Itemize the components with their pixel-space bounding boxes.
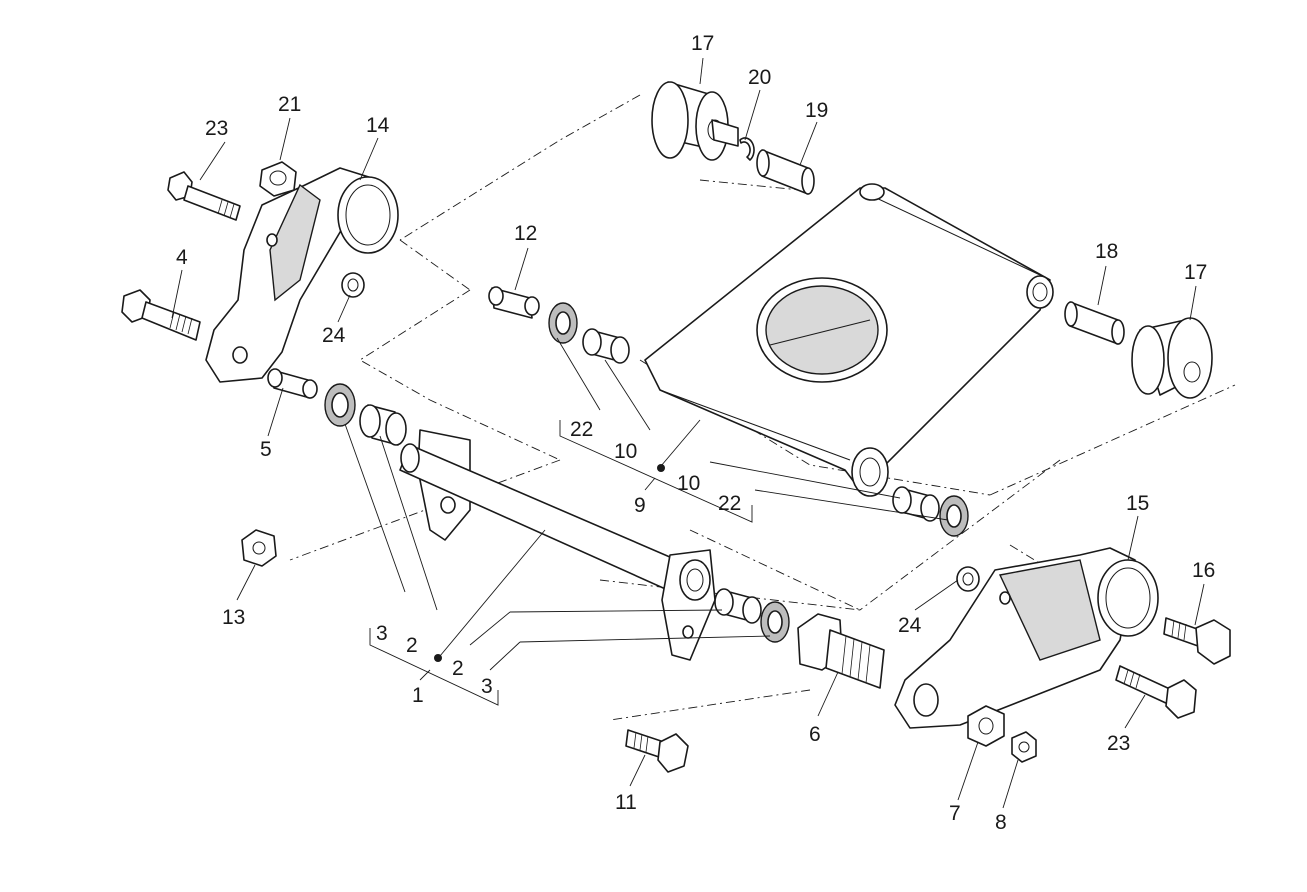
roller-17-right [1131, 317, 1213, 399]
pin-18 [1064, 301, 1125, 345]
bolt-23-left [167, 171, 241, 221]
callout-labels: 17 20 19 21 23 14 12 4 24 18 17 5 22 10 … [176, 32, 1215, 834]
bushing-2-left [359, 404, 407, 446]
callout-4: 4 [176, 246, 188, 269]
callout-23-left: 23 [205, 117, 228, 140]
callout-23-right: 23 [1107, 732, 1130, 755]
callout-22-left: 22 [570, 418, 593, 441]
callout-22-right: 22 [718, 492, 741, 515]
bolt-23-right [1115, 665, 1197, 719]
nut-24-left [341, 272, 365, 298]
leader-lines [171, 57, 1205, 809]
nut-13 [241, 529, 277, 567]
washer-3-right [760, 601, 790, 643]
group-dot-1 [434, 654, 442, 662]
callout-16: 16 [1192, 559, 1215, 582]
callout-15: 15 [1126, 492, 1149, 515]
callout-24-right: 24 [898, 614, 922, 637]
swing-arm-9 [644, 183, 1054, 497]
callout-10-right: 10 [677, 472, 700, 495]
callout-2-left: 2 [406, 634, 418, 657]
washer-22-left [548, 302, 578, 344]
shaft-1 [399, 429, 716, 661]
bolt-16 [1163, 617, 1231, 665]
callout-21: 21 [278, 93, 301, 116]
nut-24-right [956, 566, 980, 592]
assembly-axes [289, 94, 1236, 721]
callout-2-right: 2 [452, 657, 464, 680]
bolt-4 [121, 289, 201, 341]
washer-22-right [939, 495, 969, 537]
bracket-left [205, 167, 399, 383]
bushing-12 [488, 286, 540, 319]
bracket-right [894, 547, 1159, 729]
callout-11: 11 [615, 791, 637, 814]
bolt-11 [625, 729, 689, 773]
callout-24-left: 24 [322, 324, 346, 347]
roller-17-top [651, 81, 739, 161]
circlip-20 [739, 137, 755, 161]
callout-13: 13 [222, 606, 245, 629]
callout-9: 9 [634, 494, 646, 517]
stud-6 [797, 613, 885, 689]
callout-8: 8 [995, 811, 1007, 834]
callout-17-right: 17 [1184, 261, 1207, 284]
callout-10-left: 10 [614, 440, 637, 463]
callout-19: 19 [805, 99, 828, 122]
callout-5: 5 [260, 438, 272, 461]
nut-21 [259, 161, 297, 197]
pin-19 [756, 149, 815, 195]
callout-3-left: 3 [376, 622, 388, 645]
callout-7: 7 [949, 802, 961, 825]
washer-3-left [324, 383, 356, 427]
bushing-10-left [582, 328, 630, 364]
group-dot-9 [657, 464, 665, 472]
bushing-10-right [892, 486, 940, 522]
bushing-5 [267, 368, 318, 399]
bushing-2-right [714, 588, 762, 624]
washer-7 [967, 705, 1005, 747]
callout-12: 12 [514, 222, 537, 245]
callout-14: 14 [366, 114, 390, 137]
callout-3-right: 3 [481, 675, 493, 698]
callout-20: 20 [748, 66, 771, 89]
callout-18: 18 [1095, 240, 1118, 263]
callout-17-top: 17 [691, 32, 714, 55]
callout-1: 1 [412, 684, 424, 707]
callout-6: 6 [809, 723, 821, 746]
nut-8 [1011, 731, 1037, 763]
